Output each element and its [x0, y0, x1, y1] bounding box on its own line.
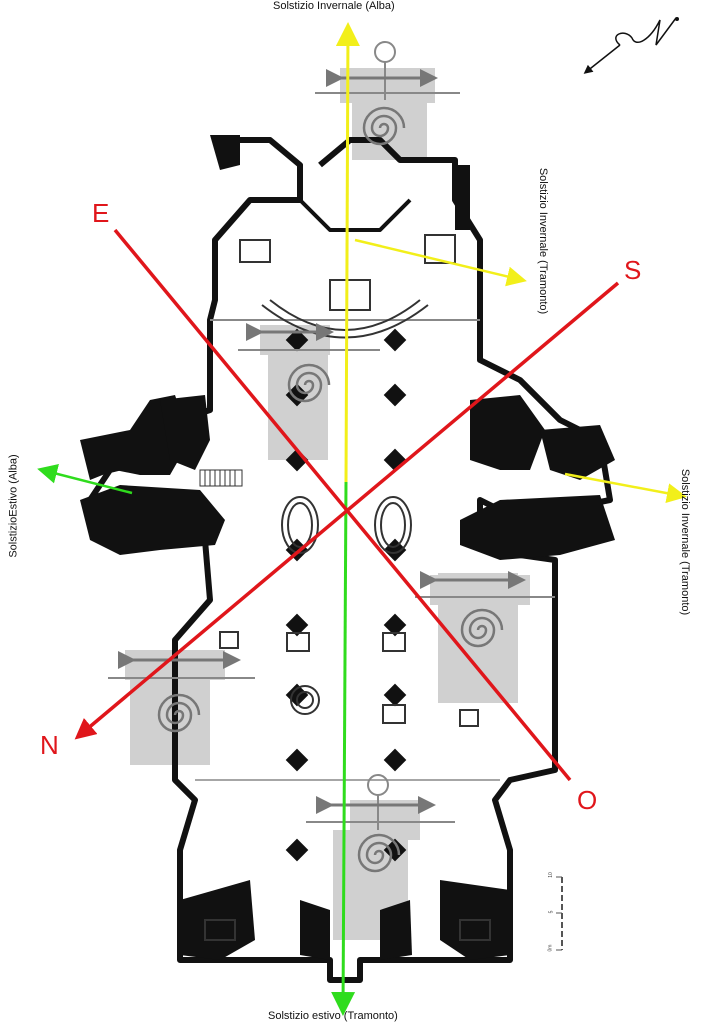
scale-bar	[556, 876, 563, 951]
north-compass-icon	[583, 17, 679, 74]
cardinal-south: S	[624, 255, 642, 285]
oval-chapels	[204, 234, 491, 941]
stairs	[199, 469, 243, 487]
scale-tick-10: 10	[547, 872, 554, 878]
winter-solstice-sunset-arrow-lower	[564, 472, 687, 504]
label-winter-solstice-dawn: Solstizio Invernale (Alba)	[273, 0, 395, 12]
south-north-axis	[74, 281, 620, 740]
winter-solstice-dawn-line	[335, 22, 360, 483]
spiral-symbols	[157, 41, 504, 873]
cardinal-east: E	[92, 198, 110, 228]
scale-tick-5: 5	[548, 910, 555, 914]
summer-solstice-dawn-arrow	[37, 464, 133, 495]
label-summer-solstice-dawn: SolstizioEstivo (Alba)	[7, 454, 20, 558]
scale-tick-0: 0m	[547, 944, 554, 952]
cardinal-north: N	[40, 730, 59, 760]
summer-solstice-sunset-line	[331, 481, 356, 1016]
chapel-masses	[80, 135, 615, 960]
label-winter-solstice-sunset-upper: Solstizio Invernale (Tramonto)	[537, 167, 550, 315]
winter-solstice-sunset-arrow-upper	[354, 238, 527, 287]
label-winter-solstice-sunset-lower: Solstizio Invernale (Tramonto)	[679, 468, 692, 616]
cardinal-west: O	[577, 785, 598, 815]
label-summer-solstice-sunset: Solstizio estivo (Tramonto)	[268, 1010, 398, 1022]
east-west-axis	[113, 228, 572, 782]
